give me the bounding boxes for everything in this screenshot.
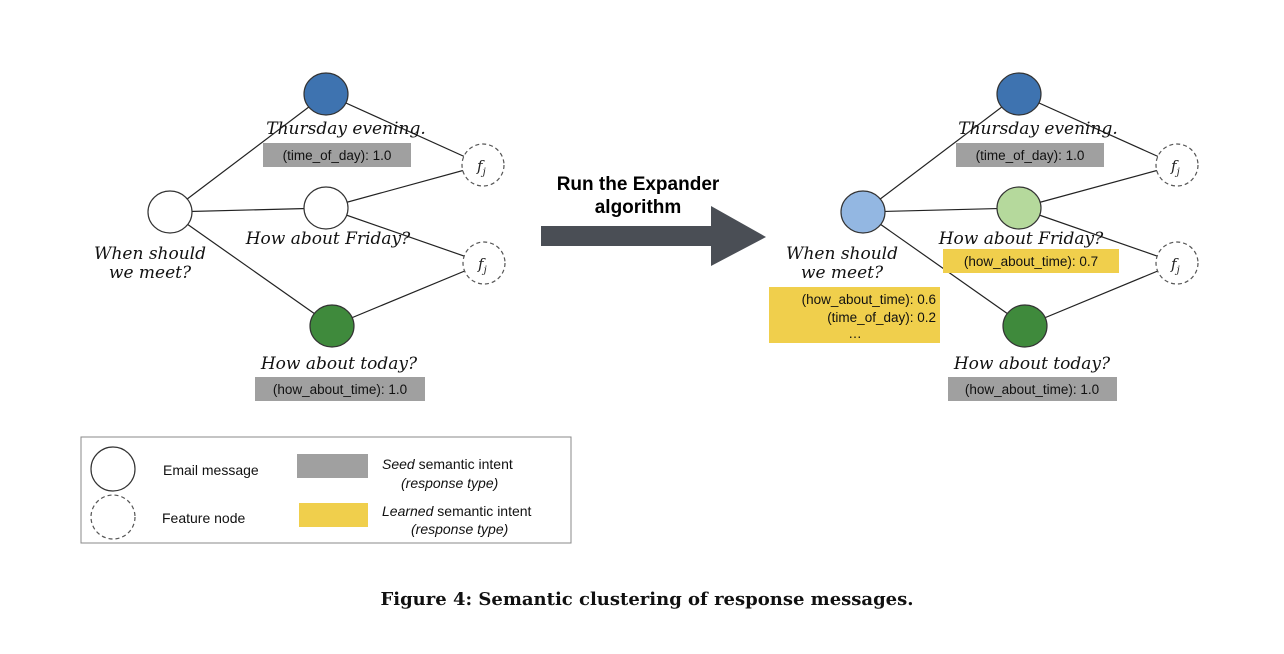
edge — [862, 93, 1020, 213]
intent-label-when-line1: (how_about_time): 0.6 — [802, 292, 936, 307]
seed-intent-badge — [263, 143, 411, 167]
legend-learned-sub: (response type) — [411, 521, 508, 537]
legend-learned-label: Learned semantic intent — [382, 503, 532, 519]
learned-intent-badge — [943, 249, 1119, 273]
seed-intent-badge — [948, 377, 1117, 401]
message-label-friday: How about Friday? — [938, 229, 1104, 249]
feature-node — [1155, 143, 1199, 187]
arrow-label-line1: Run the Expander — [557, 174, 720, 195]
email-node-thursday — [996, 72, 1042, 116]
message-label-today: How about today? — [953, 354, 1111, 374]
email-node-when — [840, 190, 886, 234]
intent-label-friday: (how_about_time): 0.7 — [964, 254, 1098, 269]
edge — [325, 207, 485, 264]
feature-label: fj — [1170, 157, 1180, 178]
message-label-thursday: Thursday evening. — [266, 119, 425, 139]
legend: Email message Feature node Seed semantic… — [80, 436, 572, 544]
feature-label: fj — [477, 255, 487, 276]
intent-label-thursday: (time_of_day): 1.0 — [976, 148, 1085, 163]
email-node-when — [147, 190, 193, 234]
edge — [169, 211, 333, 327]
edge — [325, 93, 484, 166]
feature-node — [461, 143, 505, 187]
edge — [169, 93, 327, 213]
arrow-icon — [541, 206, 766, 266]
seed-swatch — [297, 454, 368, 478]
email-node-thursday — [303, 72, 349, 116]
feature-label: fj — [476, 157, 486, 178]
legend-feature-label: Feature node — [162, 510, 245, 526]
legend-seed-label: Seed semantic intent — [382, 456, 513, 472]
figure-caption: Figure 4: Semantic clustering of respons… — [380, 589, 913, 610]
email-node-friday — [996, 186, 1042, 230]
edge — [1018, 207, 1178, 264]
learned-swatch — [299, 503, 368, 527]
intent-label-when-line2: (time_of_day): 0.2 — [827, 310, 936, 325]
feature-label: fj — [1170, 255, 1180, 276]
edge — [1018, 164, 1178, 209]
intent-label-today: (how_about_time): 1.0 — [965, 382, 1099, 397]
arrow-label-line2: algorithm — [595, 197, 682, 218]
right-graph: fj fj Thursday evening. How about Friday… — [769, 72, 1199, 401]
edge — [331, 262, 485, 327]
message-label-when-line2: we meet? — [801, 263, 884, 283]
expander-arrow: Run the Expander algorithm — [541, 174, 766, 266]
left-graph: fj fj Thursday evening. How about Friday… — [94, 72, 506, 401]
email-message-legend-icon — [90, 446, 136, 492]
feature-node-legend-icon — [90, 494, 136, 540]
edge — [862, 207, 1020, 213]
learned-intent-badge — [769, 287, 940, 343]
seed-intent-badge — [956, 143, 1104, 167]
message-label-when-line1: When should — [94, 244, 206, 264]
seed-intent-badge — [255, 377, 425, 401]
edge — [325, 164, 484, 209]
intent-label-today: (how_about_time): 1.0 — [273, 382, 407, 397]
edge — [1018, 93, 1178, 166]
edge — [169, 207, 327, 213]
legend-seed-sub: (response type) — [401, 475, 498, 491]
feature-node — [1155, 241, 1199, 285]
message-label-when-line1: When should — [786, 244, 898, 264]
email-node-friday — [303, 186, 349, 230]
intent-label-thursday: (time_of_day): 1.0 — [283, 148, 392, 163]
intent-label-when-line3: … — [848, 326, 862, 341]
message-label-when-line2: we meet? — [109, 263, 192, 283]
feature-node — [462, 241, 506, 285]
edge — [1024, 262, 1178, 327]
message-label-friday: How about Friday? — [245, 229, 411, 249]
email-node-today — [1002, 304, 1048, 348]
message-label-thursday: Thursday evening. — [958, 119, 1117, 139]
message-label-today: How about today? — [260, 354, 418, 374]
legend-email-label: Email message — [163, 462, 259, 478]
email-node-today — [309, 304, 355, 348]
